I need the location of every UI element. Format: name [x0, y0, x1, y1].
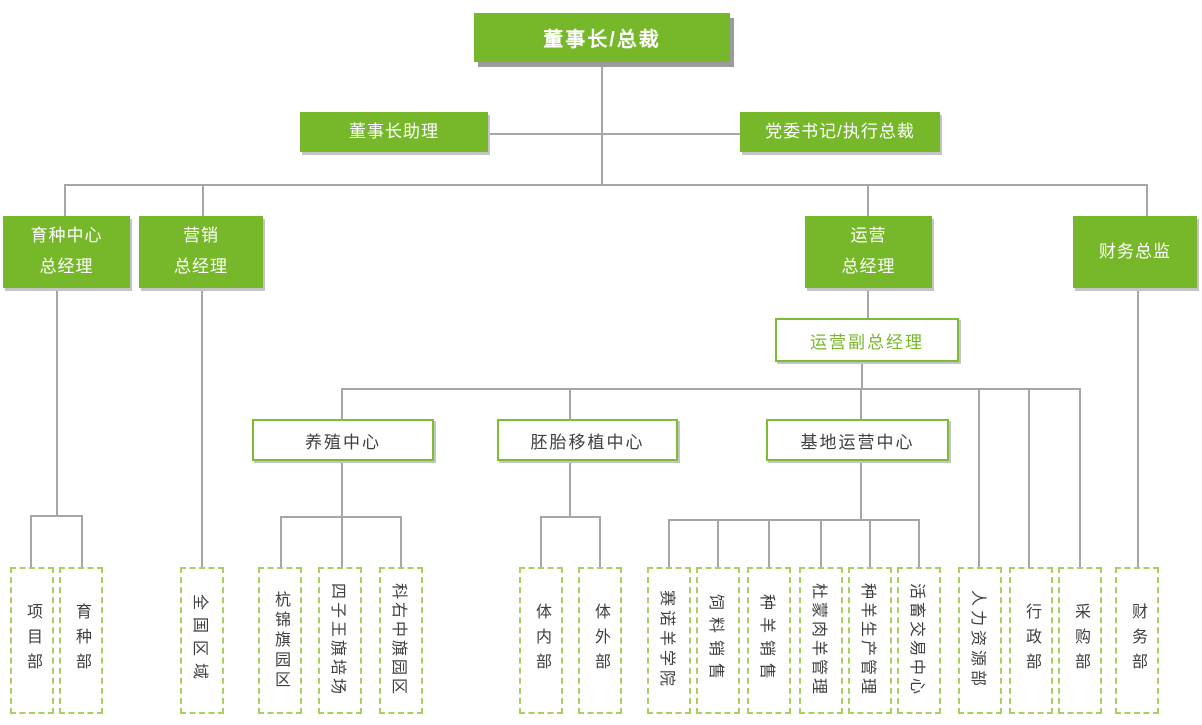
- livestock-trading-center-label: 活畜交易中心: [908, 583, 925, 698]
- breeding-dept-label: 育种部: [73, 603, 90, 678]
- breeding-center-gm: 育种中心 总经理: [3, 216, 130, 288]
- connector-line: [56, 288, 58, 517]
- connector-line: [280, 517, 282, 567]
- breeding-sheep-sales-label: 种羊销售: [758, 594, 775, 687]
- base-operations-center-label: 基地运营中心: [800, 432, 915, 452]
- dumeng-meat-sheep-mgmt: 杜蒙肉羊管理: [799, 567, 843, 714]
- connector-line: [1028, 390, 1030, 567]
- feed-sales-label: 饲料销售: [707, 594, 724, 687]
- siziwangqi-farm: 四子王旗培场: [318, 567, 362, 714]
- deputy-operations-gm-label: 运营副总经理: [810, 332, 924, 352]
- connector-line: [30, 515, 83, 517]
- connector-line: [64, 184, 1148, 186]
- connector-line: [601, 62, 603, 186]
- in-vitro-dept: 体外部: [578, 567, 622, 714]
- procurement-dept: 采购部: [1058, 567, 1102, 714]
- connector-line: [488, 133, 740, 135]
- breeding-sheep-production-mgmt-label: 种羊生产管理: [859, 583, 876, 698]
- chairman-assistant: 董事长助理: [300, 112, 488, 152]
- breeding-sheep-production-mgmt: 种羊生产管理: [848, 567, 892, 714]
- connector-line: [668, 519, 920, 521]
- connector-line: [861, 362, 863, 390]
- finance-director: 财务总监: [1073, 216, 1197, 288]
- connector-line: [867, 186, 869, 216]
- hangjinqi-park: 杭锦旗园区: [258, 567, 302, 714]
- sainuo-sheep-academy-label: 赛诺羊学院: [658, 590, 675, 691]
- admin-dept-label: 行政部: [1023, 603, 1040, 678]
- connector-line: [540, 516, 601, 518]
- breeding-sheep-sales: 种羊销售: [747, 567, 791, 714]
- connector-line: [668, 520, 670, 567]
- connector-line: [341, 461, 343, 567]
- operations-gm: 运营 总经理: [805, 216, 932, 288]
- connector-line: [202, 186, 204, 216]
- keyouzhongqi-park-label: 科右中旗园区: [390, 583, 407, 698]
- project-dept: 项目部: [10, 567, 54, 714]
- connector-line: [400, 517, 402, 567]
- procurement-dept-label: 采购部: [1072, 603, 1089, 678]
- connector-line: [341, 389, 343, 419]
- chairman-president-label: 董事长/总裁: [543, 29, 661, 51]
- hangjinqi-park-label: 杭锦旗园区: [272, 590, 289, 691]
- embryo-transfer-center-label: 胚胎移植中心: [530, 432, 645, 452]
- connector-line: [280, 516, 402, 518]
- chairman-assistant-label: 董事长助理: [349, 121, 439, 141]
- feed-sales: 饲料销售: [696, 567, 740, 714]
- connector-line: [341, 388, 1081, 390]
- chairman-president: 董事长/总裁: [474, 13, 730, 62]
- embryo-transfer-center: 胚胎移植中心: [497, 419, 678, 461]
- connector-line: [540, 517, 542, 567]
- connector-line: [1137, 288, 1139, 567]
- connector-line: [768, 520, 770, 567]
- marketing-gm: 营销 总经理: [139, 216, 263, 288]
- in-vivo-dept-label: 体内部: [533, 603, 550, 678]
- breeding-center-gm-label: 育种中心 总经理: [30, 226, 103, 276]
- connector-line: [81, 516, 83, 567]
- dumeng-meat-sheep-mgmt-label: 杜蒙肉羊管理: [810, 583, 827, 698]
- in-vitro-dept-label: 体外部: [592, 603, 609, 678]
- connector-line: [64, 186, 66, 216]
- national-region: 全国区域: [180, 567, 224, 714]
- national-region-label: 全国区域: [191, 594, 208, 687]
- connector-line: [978, 390, 980, 567]
- connector-line: [30, 516, 32, 567]
- party-secretary-exec-president: 党委书记/执行总裁: [740, 112, 940, 152]
- connector-line: [918, 520, 920, 567]
- keyouzhongqi-park: 科右中旗园区: [379, 567, 423, 714]
- breeding-dept: 育种部: [59, 567, 103, 714]
- farming-center-label: 养殖中心: [305, 432, 381, 452]
- connector-line: [820, 520, 822, 567]
- in-vivo-dept: 体内部: [519, 567, 563, 714]
- connector-line: [1146, 186, 1148, 216]
- hr-dept: 人力资源部: [958, 567, 1002, 714]
- connector-line: [569, 461, 571, 518]
- sainuo-sheep-academy: 赛诺羊学院: [647, 567, 691, 714]
- connector-line: [569, 389, 571, 419]
- hr-dept-label: 人力资源部: [969, 590, 986, 691]
- finance-dept: 财务部: [1115, 567, 1159, 714]
- connector-line: [867, 288, 869, 318]
- livestock-trading-center: 活畜交易中心: [897, 567, 941, 714]
- siziwangqi-farm-label: 四子王旗培场: [329, 583, 346, 698]
- farming-center: 养殖中心: [252, 419, 434, 461]
- finance-director-label: 财务总监: [1099, 241, 1171, 261]
- connector-line: [860, 389, 862, 419]
- project-dept-label: 项目部: [24, 603, 41, 678]
- party-secretary-exec-president-label: 党委书记/执行总裁: [765, 121, 915, 141]
- base-operations-center: 基地运营中心: [766, 419, 949, 461]
- connector-line: [1079, 390, 1081, 567]
- finance-dept-label: 财务部: [1129, 603, 1146, 678]
- deputy-operations-gm: 运营副总经理: [775, 318, 959, 362]
- operations-gm-label: 运营 总经理: [841, 226, 896, 276]
- connector-line: [869, 520, 871, 567]
- connector-line: [717, 520, 719, 567]
- connector-line: [201, 288, 203, 567]
- connector-line: [599, 517, 601, 567]
- marketing-gm-label: 营销 总经理: [174, 226, 228, 276]
- admin-dept: 行政部: [1009, 567, 1053, 714]
- connector-line: [860, 461, 862, 521]
